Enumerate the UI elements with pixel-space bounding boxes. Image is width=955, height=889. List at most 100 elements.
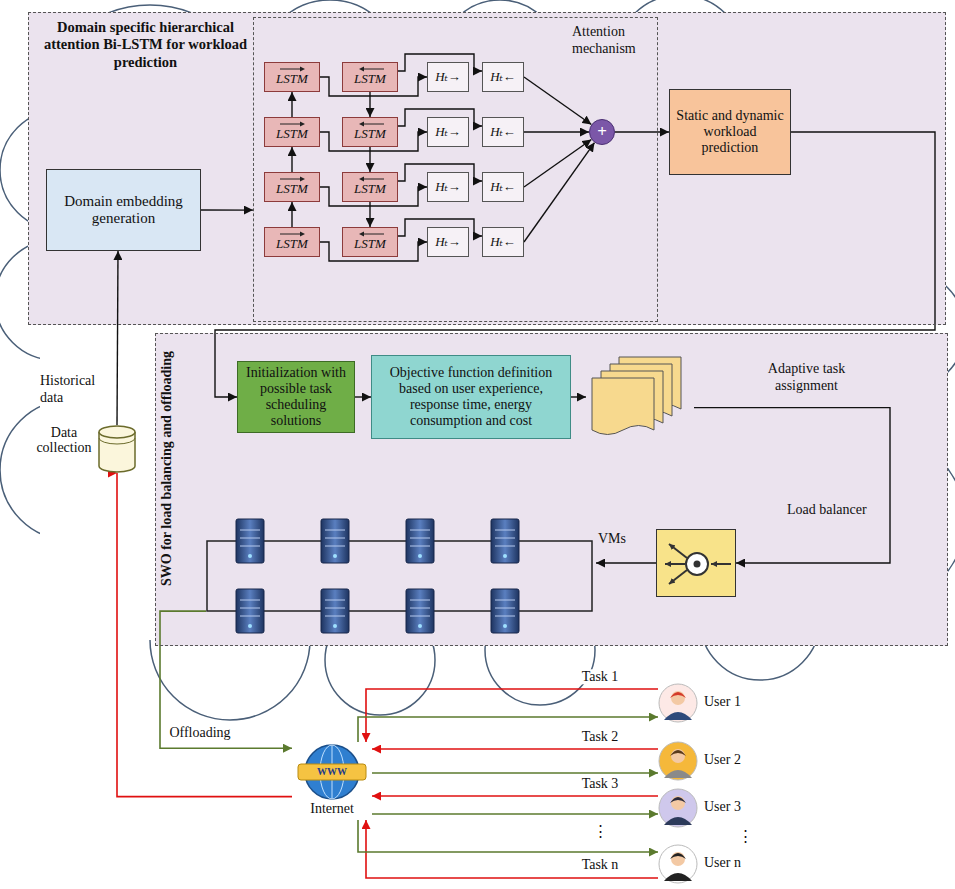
connector bbox=[571, 396, 586, 397]
node-label: LSTM bbox=[276, 182, 308, 197]
edge-label: Data collection bbox=[31, 425, 97, 456]
node-label: Internet bbox=[292, 801, 372, 818]
connector bbox=[291, 147, 292, 172]
connector bbox=[355, 396, 371, 397]
process-box: Initialization with possible task schedu… bbox=[237, 361, 355, 433]
connector bbox=[117, 251, 118, 425]
connector bbox=[291, 92, 292, 117]
connector bbox=[201, 209, 253, 211]
internet-globe: Internet bbox=[292, 742, 372, 820]
ellipsis-mark: ⋮ bbox=[593, 824, 608, 839]
user-avatar bbox=[658, 788, 698, 828]
edge-label: Offloading bbox=[167, 725, 232, 740]
node-label: LSTM bbox=[354, 182, 386, 197]
node-label: Domain specific hierarchical attention B… bbox=[43, 19, 248, 71]
user-avatar bbox=[658, 683, 698, 723]
connector bbox=[215, 132, 935, 397]
lstm-cell: LSTM bbox=[264, 62, 320, 92]
connector bbox=[366, 820, 658, 878]
lstm-cell: LSTM bbox=[342, 62, 398, 92]
lstm-cell: LSTM bbox=[342, 227, 398, 257]
node-label: User 2 bbox=[704, 752, 766, 769]
edge-label: Task 2 bbox=[580, 729, 621, 744]
document-stack: Adaptive task assignment bbox=[586, 353, 694, 441]
node-label: Hₜ← bbox=[490, 180, 516, 195]
connector bbox=[524, 77, 591, 125]
lstm-cell: LSTM bbox=[342, 117, 398, 147]
node-label: SWO for load balancing and offloading bbox=[159, 341, 176, 596]
process-box: Domain embedding generation bbox=[46, 169, 201, 251]
lstm-cell: LSTM bbox=[342, 172, 398, 202]
node-label: Historical data bbox=[40, 373, 102, 407]
node-label: Objective function definition based on u… bbox=[377, 365, 565, 429]
server-rack-icons bbox=[206, 511, 596, 641]
node-label: Hₜ→ bbox=[435, 235, 461, 250]
node-label: LSTM bbox=[354, 72, 386, 87]
connector bbox=[372, 772, 658, 774]
edge-label: Task 3 bbox=[580, 776, 621, 791]
connector bbox=[372, 748, 658, 750]
hidden-state-box: Hₜ← bbox=[482, 62, 524, 92]
connector bbox=[615, 131, 669, 132]
vm-group: VMs bbox=[206, 511, 596, 641]
node-label: Hₜ→ bbox=[435, 125, 461, 140]
node-label: + bbox=[597, 122, 607, 142]
node-label: Attention mechanism bbox=[572, 24, 654, 58]
hidden-state-box: Hₜ→ bbox=[427, 62, 469, 92]
node-label: Load balancer bbox=[787, 502, 887, 519]
node-label: VMs bbox=[598, 531, 638, 548]
connector bbox=[596, 562, 656, 563]
process-box: Objective function definition based on u… bbox=[371, 355, 571, 439]
hidden-state-box: Hₜ→ bbox=[427, 172, 469, 202]
connector bbox=[372, 813, 658, 815]
node-label: LSTM bbox=[354, 127, 386, 142]
database-icon bbox=[97, 425, 137, 473]
hidden-state-box: Hₜ← bbox=[482, 172, 524, 202]
connector bbox=[160, 611, 292, 748]
node-label: Domain embedding generation bbox=[52, 193, 195, 228]
database-cylinder: Historical data bbox=[97, 425, 137, 473]
node-label: LSTM bbox=[276, 237, 308, 252]
node-label: LSTM bbox=[276, 127, 308, 142]
globe-text: WWW bbox=[317, 767, 347, 777]
connector bbox=[291, 202, 292, 227]
node-label: LSTM bbox=[276, 72, 308, 87]
node-label: Hₜ→ bbox=[435, 180, 461, 195]
node-label: User 1 bbox=[704, 694, 766, 711]
user-avatar bbox=[658, 844, 698, 884]
connector bbox=[524, 143, 595, 242]
prediction-region: Domain specific hierarchical attention B… bbox=[28, 12, 946, 325]
lstm-cell: LSTM bbox=[264, 227, 320, 257]
node-label: Adaptive task assignment bbox=[749, 361, 864, 395]
lstm-cell: LSTM bbox=[264, 117, 320, 147]
attention-bilstm-box: Attention mechanismLSTM LSTM LSTM LSTM LSTM L… bbox=[253, 17, 658, 322]
node-label: Initialization with possible task schedu… bbox=[243, 365, 349, 429]
node-label: Hₜ← bbox=[490, 125, 516, 140]
connector bbox=[524, 140, 591, 188]
user-icon: User 1 bbox=[658, 683, 768, 723]
process-box: Static and dynamic workload prediction bbox=[669, 89, 791, 175]
edge-label: Task n bbox=[580, 857, 621, 872]
user-icon: User 3 bbox=[658, 788, 768, 828]
user-icon: User n bbox=[658, 844, 768, 884]
ellipsis-mark: ⋮ bbox=[738, 829, 753, 844]
sum-circle: + bbox=[589, 119, 615, 145]
connector bbox=[358, 820, 658, 852]
swo-region: SWO for load balancing and offloading Ini… bbox=[155, 333, 948, 646]
node-label: Static and dynamic workload prediction bbox=[675, 108, 785, 156]
node-label: LSTM bbox=[354, 237, 386, 252]
node-label: Hₜ← bbox=[490, 235, 516, 250]
hidden-state-box: Hₜ→ bbox=[427, 117, 469, 147]
load-balancer: Load balancer bbox=[656, 529, 736, 597]
node-label: User n bbox=[704, 855, 766, 872]
node-label: Hₜ→ bbox=[435, 70, 461, 85]
user-avatar bbox=[658, 741, 698, 781]
load-balancer-icon bbox=[657, 530, 734, 595]
connector bbox=[372, 795, 658, 797]
hidden-state-box: Hₜ← bbox=[482, 227, 524, 257]
lstm-cell: LSTM bbox=[264, 172, 320, 202]
connector bbox=[117, 473, 292, 797]
